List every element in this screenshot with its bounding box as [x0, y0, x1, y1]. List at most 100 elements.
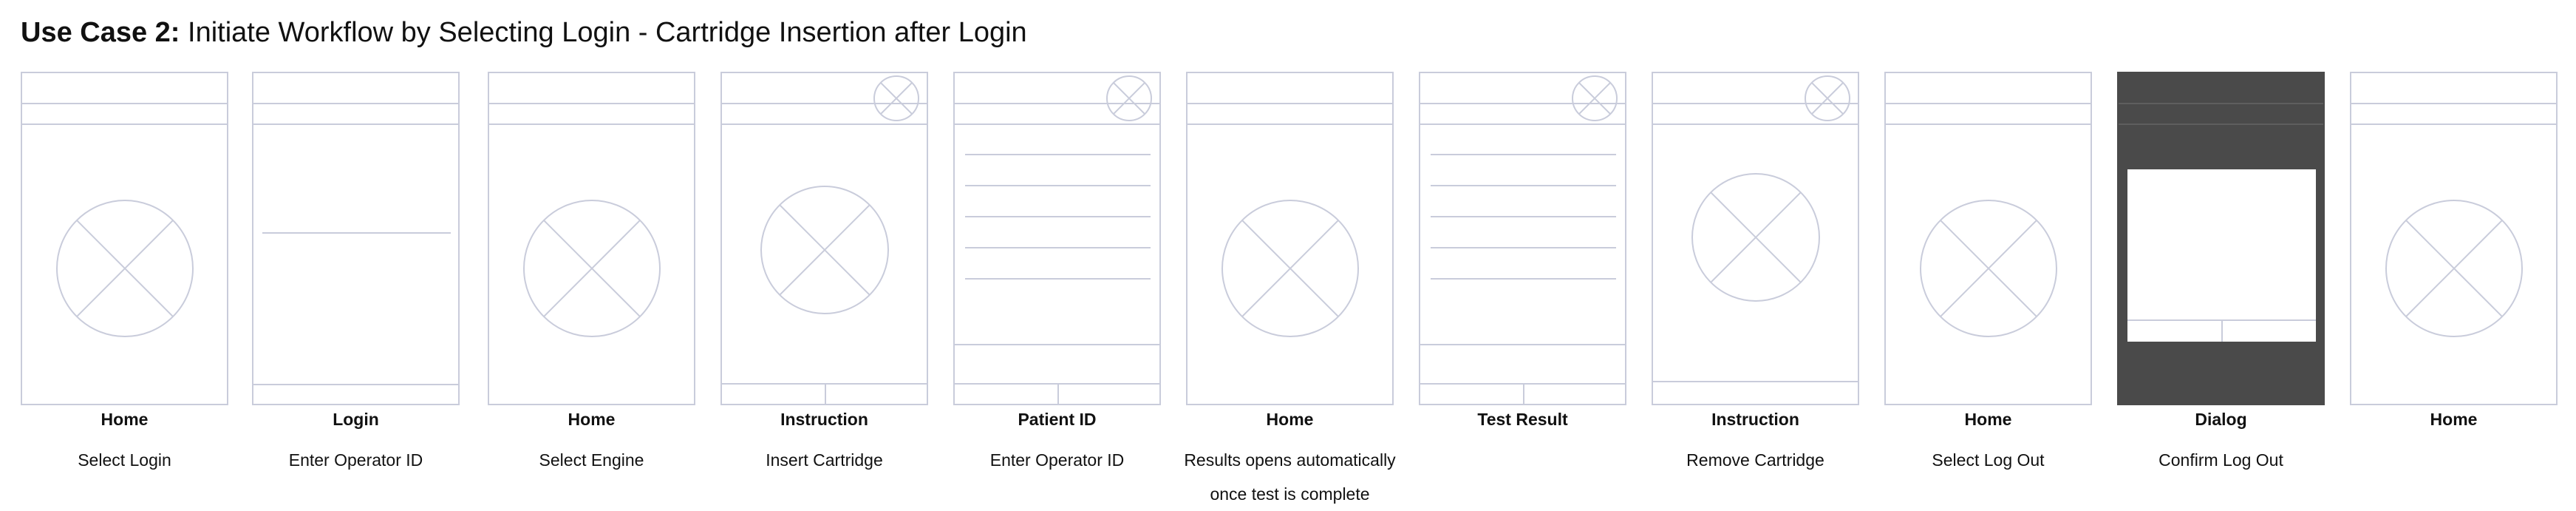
screen-name: Home: [1266, 410, 1314, 429]
divider: [722, 123, 927, 125]
screen-name: Dialog: [2195, 410, 2247, 429]
screen-1: [21, 72, 228, 405]
divider: [2119, 103, 2323, 104]
list-row-line: [1431, 247, 1616, 248]
dialog-button-split: [2221, 319, 2223, 342]
screen-name: Login: [333, 410, 379, 429]
footer-divider: [253, 384, 458, 385]
dialog-cancel-button[interactable]: [2127, 321, 2221, 342]
image-placeholder-icon: [1221, 200, 1359, 337]
screen-4: [720, 72, 928, 405]
screen-9: [1884, 72, 2092, 405]
footer-divider: [722, 383, 927, 385]
divider: [955, 123, 1159, 125]
image-placeholder-icon: [56, 200, 194, 337]
screen-caption: Home: [2336, 408, 2572, 430]
divider: [489, 103, 694, 104]
operator-id-field[interactable]: [262, 232, 451, 234]
divider: [1886, 123, 2091, 125]
screen-10: [2117, 72, 2325, 405]
footer-divider: [955, 383, 1159, 385]
divider: [1653, 103, 1858, 104]
page-title-text: Initiate Workflow by Selecting Login - C…: [188, 17, 1027, 48]
screen-caption: Test Result: [1405, 408, 1641, 430]
footer-divider: [1653, 381, 1858, 382]
screen-description: Enter Operator ID: [989, 450, 1125, 470]
screen-2: [252, 72, 460, 405]
screen-description: Insert Cartridge: [766, 450, 883, 470]
dialog-confirm-button[interactable]: [2223, 321, 2316, 342]
list-row-line: [965, 247, 1151, 248]
list-row-line: [965, 154, 1151, 155]
screen-11: [2350, 72, 2558, 405]
close-icon: [873, 75, 919, 121]
list-row-line: [965, 278, 1151, 280]
list-row-line: [1431, 185, 1616, 186]
image-placeholder-icon: [523, 200, 661, 337]
screen-description: Select Engine: [539, 450, 644, 470]
divider: [722, 103, 927, 104]
screen-name: Instruction: [780, 410, 868, 429]
image-placeholder-icon: [1691, 173, 1820, 302]
divider: [2119, 123, 2323, 125]
screen-name: Home: [1964, 410, 2012, 429]
footer-button-split: [825, 383, 826, 404]
screen-name: Test Result: [1477, 410, 1568, 429]
divider: [1886, 103, 2091, 104]
divider: [2351, 103, 2556, 104]
page-title: Use Case 2: Initiate Workflow by Selecti…: [21, 15, 1027, 50]
screen-name: Home: [2430, 410, 2478, 429]
footer-button-split: [1057, 383, 1059, 404]
dialog-box: [2127, 169, 2316, 342]
image-placeholder-icon: [2385, 200, 2523, 337]
divider: [1188, 123, 1392, 125]
footer-divider: [1420, 344, 1625, 345]
divider: [22, 123, 227, 125]
image-placeholder-icon: [760, 186, 889, 314]
divider: [253, 103, 458, 104]
divider: [955, 103, 1159, 104]
close-icon: [1572, 75, 1618, 121]
screen-3: [488, 72, 695, 405]
list-row-line: [965, 216, 1151, 217]
divider: [489, 123, 694, 125]
screen-5: [953, 72, 1161, 405]
list-row-line: [1431, 216, 1616, 217]
divider: [253, 123, 458, 125]
close-icon: [1106, 75, 1152, 121]
screen-name: Home: [100, 410, 149, 429]
page-title-prefix: Use Case 2:: [21, 17, 180, 48]
screen-description: Select Login: [78, 450, 171, 470]
screen-8: [1652, 72, 1859, 405]
screen-description: Confirm Log Out: [2158, 450, 2283, 470]
divider: [1420, 123, 1625, 125]
close-icon: [1805, 75, 1850, 121]
divider: [2351, 123, 2556, 125]
screen-caption: Patient ID Enter Operator ID: [939, 408, 1176, 477]
footer-divider: [955, 344, 1159, 345]
list-row-line: [1431, 154, 1616, 155]
divider: [1188, 103, 1392, 104]
screen-description: Enter Operator ID: [288, 450, 423, 470]
divider: [22, 103, 227, 104]
list-row-line: [1431, 278, 1616, 280]
footer-button-split: [1523, 383, 1524, 404]
image-placeholder-icon: [1920, 200, 2057, 337]
screen-6: [1186, 72, 1394, 405]
divider: [1420, 103, 1625, 104]
screen-name: Home: [568, 410, 616, 429]
screen-description: Remove Cartridge: [1686, 450, 1824, 470]
screen-name: Instruction: [1711, 410, 1799, 429]
screen-7: [1419, 72, 1626, 405]
footer-divider: [1420, 383, 1625, 385]
screen-name: Patient ID: [1018, 410, 1097, 429]
screen-description: Select Log Out: [1932, 450, 2045, 470]
